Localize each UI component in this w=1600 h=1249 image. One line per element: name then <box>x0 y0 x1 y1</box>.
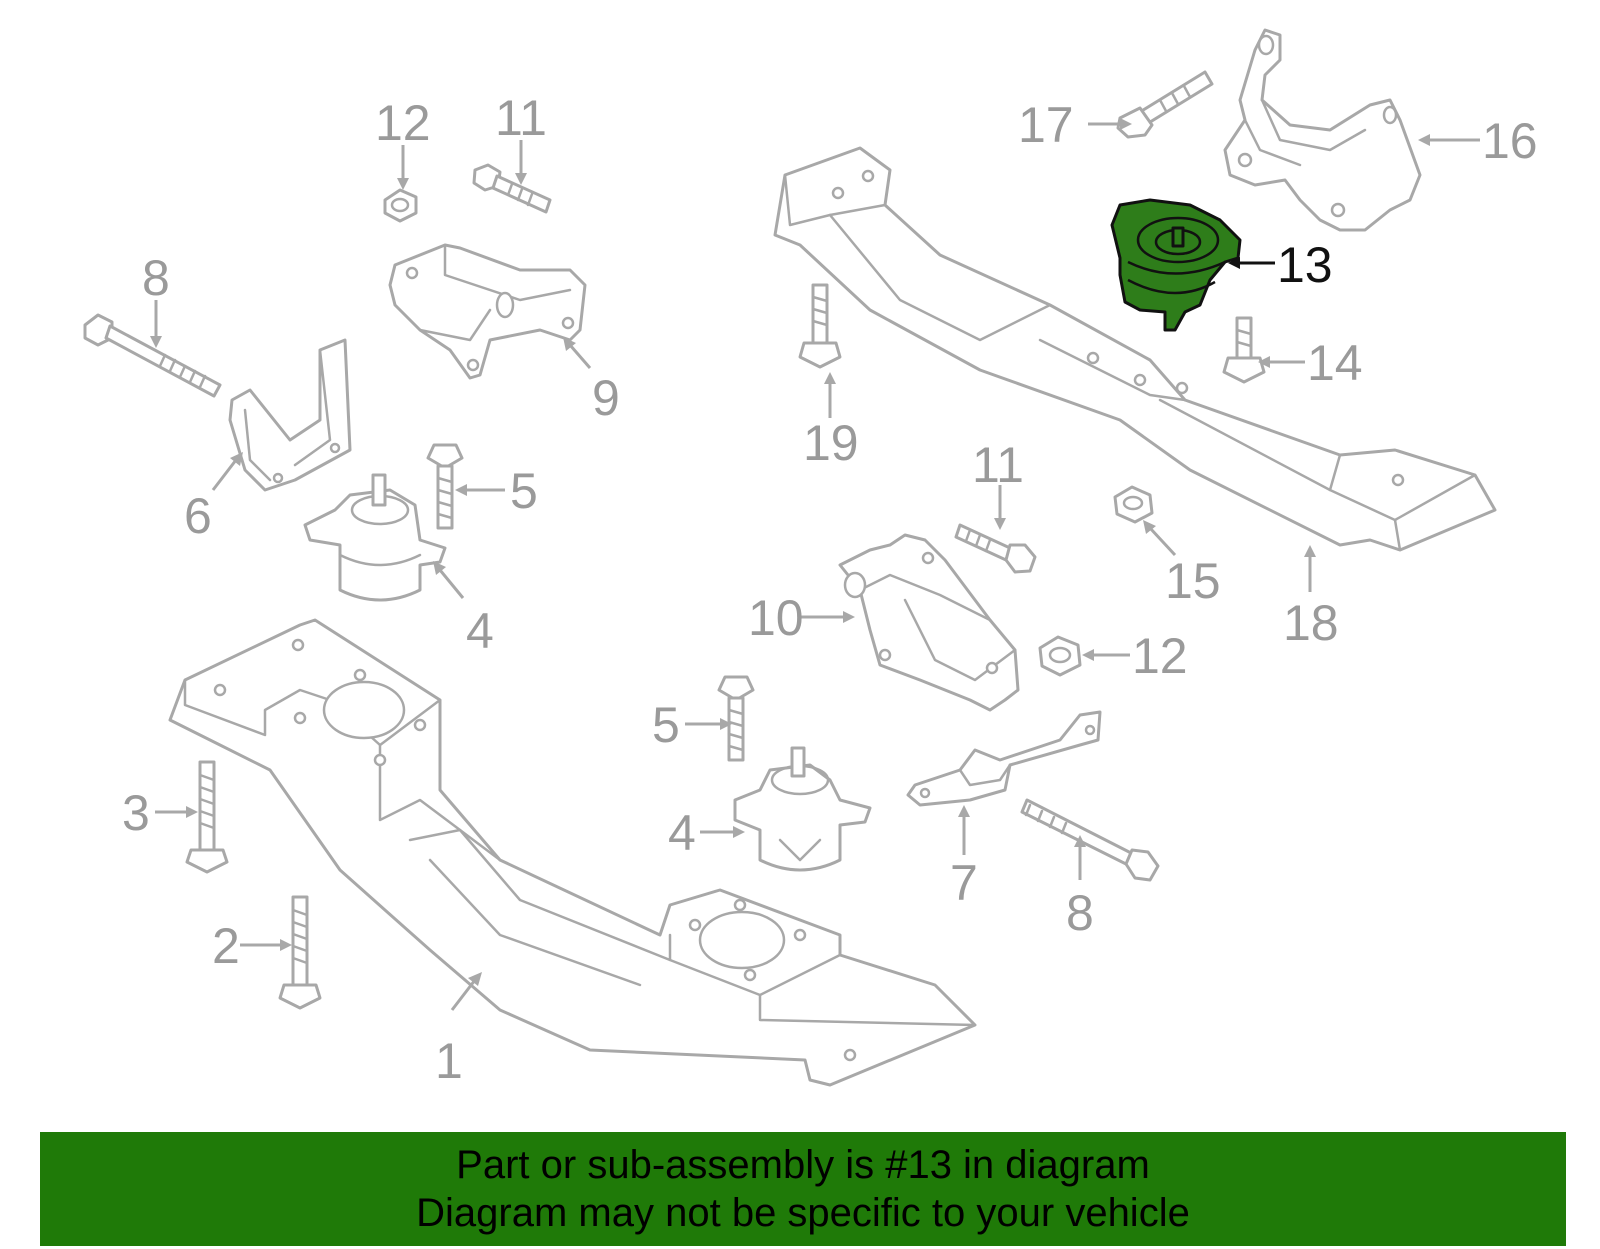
callout-8-lower: 8 <box>1066 885 1094 941</box>
part-3-bolt[interactable] <box>185 760 229 874</box>
part-4-engine-mount-upper[interactable] <box>303 473 447 602</box>
callout-12-lower: 12 <box>1132 628 1188 684</box>
callout-10: 10 <box>748 590 804 646</box>
part-13-engine-mount-highlighted[interactable] <box>1110 198 1242 332</box>
callout-11-lower: 11 <box>972 437 1024 493</box>
callout-12-upper: 12 <box>375 95 431 151</box>
callout-8-upper: 8 <box>142 250 170 306</box>
callout-arrows <box>150 118 1480 1011</box>
part-11-bolt-lower[interactable] <box>954 523 1037 574</box>
callout-1: 1 <box>435 1033 463 1089</box>
part-14-bolt[interactable] <box>1222 316 1266 384</box>
part-8-bolt-lower[interactable] <box>1020 798 1160 882</box>
part-4-engine-mount-lower[interactable] <box>733 746 872 872</box>
callout-4-upper: 4 <box>466 603 494 659</box>
part-5-bolt-upper[interactable] <box>426 443 464 530</box>
callout-arrow-13 <box>1228 257 1275 269</box>
callout-4-lower: 4 <box>668 805 696 861</box>
info-banner: Part or sub-assembly is #13 in diagram D… <box>40 1132 1566 1246</box>
callout-6: 6 <box>184 488 212 544</box>
part-6-bracket[interactable] <box>228 338 352 492</box>
parts-diagram: 1 2 3 4 4 5 5 6 7 8 8 9 10 11 11 12 12 1… <box>83 28 1538 1089</box>
callout-9: 9 <box>592 370 620 426</box>
callout-5-upper: 5 <box>510 463 538 519</box>
callout-5-lower: 5 <box>652 697 680 753</box>
banner-line-1: Part or sub-assembly is #13 in diagram <box>456 1143 1150 1187</box>
callout-11-upper: 11 <box>495 90 547 146</box>
part-1-crossmember[interactable] <box>168 618 977 1087</box>
part-12-nut-lower[interactable] <box>1038 635 1082 677</box>
part-8-bolt-upper[interactable] <box>83 313 222 398</box>
callout-13: 13 <box>1277 237 1333 293</box>
part-16-bracket[interactable] <box>1223 28 1422 232</box>
banner-line-2: Diagram may not be specific to your vehi… <box>416 1191 1190 1235</box>
part-18-crossmember[interactable] <box>773 146 1497 552</box>
part-19-bolt[interactable] <box>798 283 842 369</box>
part-17-bolt[interactable] <box>1116 70 1214 139</box>
part-2-bolt[interactable] <box>278 895 322 1010</box>
callout-16: 16 <box>1482 113 1538 169</box>
part-12-nut-upper[interactable] <box>383 188 418 223</box>
callout-19: 19 <box>803 415 859 471</box>
callout-17: 17 <box>1018 97 1074 153</box>
callout-3: 3 <box>122 785 150 841</box>
callout-labels: 1 2 3 4 4 5 5 6 7 8 8 9 10 11 11 12 12 1… <box>122 90 1538 1089</box>
callout-2: 2 <box>212 918 240 974</box>
part-9-bracket[interactable] <box>388 243 587 380</box>
part-11-bolt-upper[interactable] <box>472 163 552 214</box>
part-7-bracket[interactable] <box>906 710 1102 807</box>
part-15-nut[interactable] <box>1113 485 1154 524</box>
part-5-bolt-lower[interactable] <box>717 675 755 762</box>
part-10-bracket[interactable] <box>838 533 1020 712</box>
callout-7: 7 <box>950 855 978 911</box>
callout-18: 18 <box>1283 595 1339 651</box>
callout-14: 14 <box>1307 335 1363 391</box>
callout-15: 15 <box>1165 553 1221 609</box>
